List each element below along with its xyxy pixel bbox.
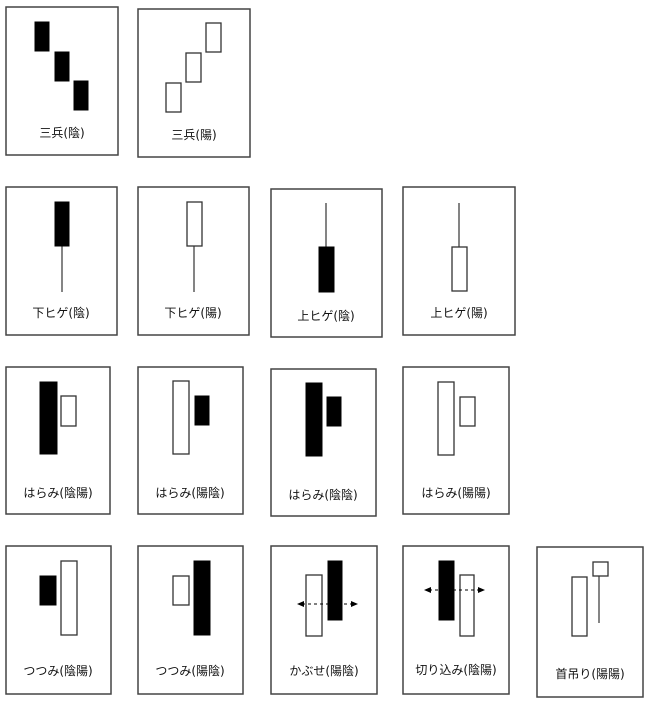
bear-candle — [39, 381, 58, 455]
bull-candle — [172, 575, 190, 606]
bull-candle — [60, 395, 77, 427]
arrow-right-icon — [351, 601, 358, 607]
bull-candle — [205, 22, 222, 53]
card-kabuse-yoin: かぶせ(陽陰) — [270, 545, 378, 695]
card-label: かぶせ(陽陰) — [289, 664, 358, 678]
bull-candle — [451, 246, 468, 292]
bull-candle — [305, 574, 323, 637]
bull-candle — [185, 52, 202, 83]
card-label: はらみ(陽陽) — [421, 486, 490, 500]
bear-candle — [73, 80, 89, 111]
card-label: 下ヒゲ(陰) — [32, 306, 89, 320]
card-label: 下ヒゲ(陽) — [164, 306, 221, 320]
bear-candle — [318, 246, 335, 293]
card-label: はらみ(陰陰) — [288, 488, 357, 502]
bear-candle — [194, 395, 210, 426]
card-harami-inyo: はらみ(陰陽) — [5, 366, 111, 515]
bear-candle — [193, 560, 211, 636]
bull-candle — [459, 396, 476, 427]
bear-candle — [34, 21, 50, 52]
card-label: 三兵(陽) — [171, 128, 216, 142]
card-sanpei-in: 三兵(陰) — [5, 6, 119, 156]
card-label: つつみ(陰陽) — [23, 664, 92, 678]
bull-candle — [186, 201, 203, 247]
bull-candle — [459, 574, 475, 637]
arrow-left-icon — [297, 601, 304, 607]
card-sanpei-yo: 三兵(陽) — [137, 8, 251, 158]
card-label: 三兵(陰) — [39, 126, 84, 140]
bull-candle — [172, 380, 190, 455]
card-uwahige-yo: 上ヒゲ(陽) — [402, 186, 516, 336]
bull-candle — [571, 576, 588, 637]
arrow-left-icon — [424, 587, 431, 593]
card-tsutsumi-inyo: つつみ(陰陽) — [5, 545, 112, 695]
bear-candle — [39, 575, 57, 606]
card-label: はらみ(陰陽) — [23, 486, 92, 500]
bull-candle — [60, 560, 78, 636]
card-label: 上ヒゲ(陰) — [297, 309, 354, 323]
card-label: 上ヒゲ(陽) — [430, 306, 487, 320]
card-label: つつみ(陽陰) — [155, 664, 224, 678]
card-kirikomi-inyo: 切り込み(陰陽) — [402, 545, 510, 695]
bear-candle — [326, 396, 342, 427]
card-label: 切り込み(陰陽) — [415, 663, 496, 677]
bull-candle — [592, 561, 609, 577]
bear-candle — [54, 201, 70, 247]
card-harami-yoin: はらみ(陽陰) — [137, 366, 244, 515]
card-harami-inin: はらみ(陰陰) — [270, 368, 377, 517]
card-uwahige-in: 上ヒゲ(陰) — [270, 188, 383, 338]
card-shitahige-in: 下ヒゲ(陰) — [5, 186, 118, 336]
card-harami-yoyo: はらみ(陽陽) — [402, 366, 510, 515]
card-label: はらみ(陽陰) — [155, 486, 224, 500]
bear-candle — [54, 51, 70, 82]
bull-candle — [437, 381, 455, 456]
bear-candle — [305, 382, 323, 457]
card-label: 首吊り(陽陽) — [555, 667, 624, 681]
arrow-right-icon — [478, 587, 485, 593]
bear-candle — [327, 560, 343, 621]
card-shitahige-yo: 下ヒゲ(陽) — [137, 186, 250, 336]
card-kubitsuri-yoyo: 首吊り(陽陽) — [536, 546, 644, 698]
card-tsutsumi-yoin: つつみ(陽陰) — [137, 545, 244, 695]
bull-candle — [165, 82, 182, 113]
